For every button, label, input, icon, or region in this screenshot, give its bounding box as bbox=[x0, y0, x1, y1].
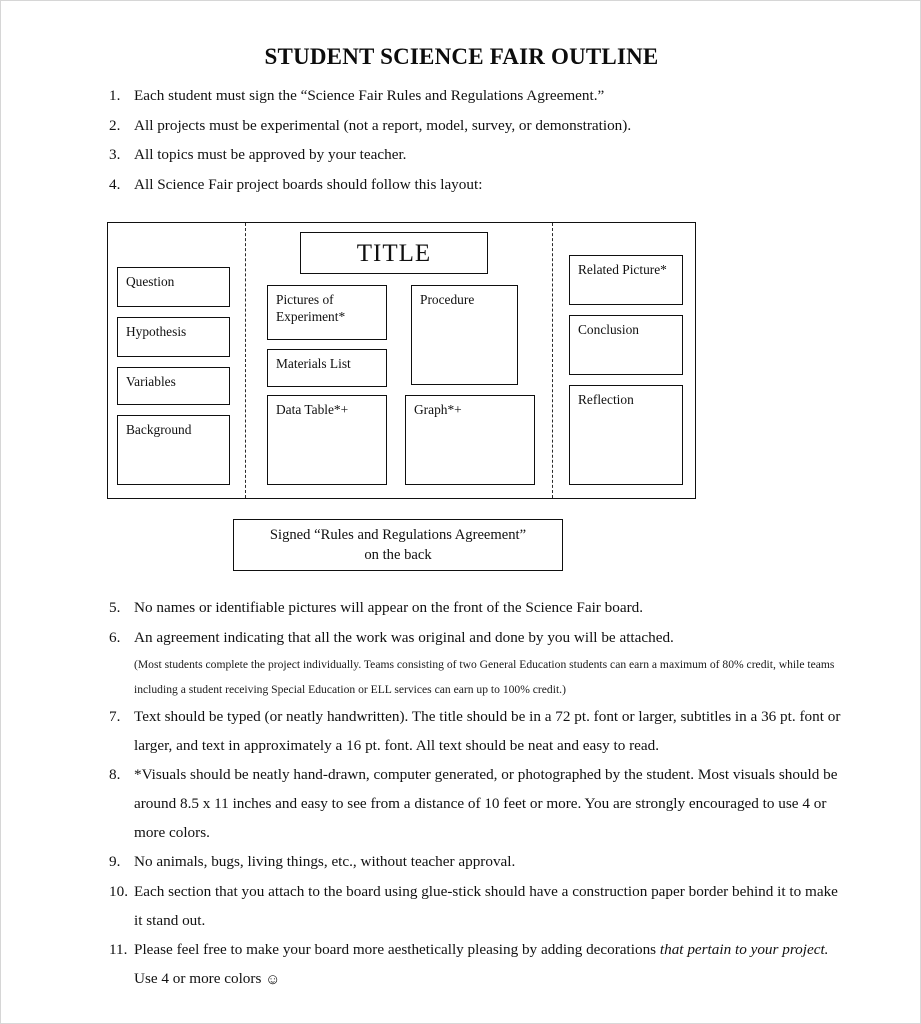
list-item-number: 2. bbox=[109, 116, 121, 134]
list-item: 10. Each section that you attach to the … bbox=[109, 877, 845, 935]
list-item: 3. All topics must be approved by your t… bbox=[109, 140, 845, 170]
list-item: 4. All Science Fair project boards shoul… bbox=[109, 170, 845, 200]
list-item-number: 11. bbox=[109, 940, 128, 958]
list-item-number: 9. bbox=[109, 853, 121, 871]
board-box-data-table: Data Table*+ bbox=[267, 395, 387, 485]
list-item-number: 4. bbox=[109, 175, 121, 193]
list-item: 9. No animals, bugs, living things, etc.… bbox=[109, 847, 845, 877]
board-box-reflection: Reflection bbox=[569, 385, 683, 485]
list-item: 5. No names or identifiable pictures wil… bbox=[109, 593, 845, 623]
list-item-number: 3. bbox=[109, 146, 121, 164]
list-item-number: 6. bbox=[109, 628, 121, 646]
list-item-text: No names or identifiable pictures will a… bbox=[134, 599, 644, 616]
list-item-text: Please feel free to make your board more… bbox=[134, 935, 845, 994]
board-box-materials-list: Materials List bbox=[267, 349, 387, 387]
list-item-text: Each student must sign the “Science Fair… bbox=[134, 87, 605, 104]
list-item-text-plain-tail: Use 4 or more colors bbox=[134, 969, 266, 987]
outline-list-top: 1. Each student must sign the “Science F… bbox=[109, 81, 845, 199]
board-box-hypothesis: Hypothesis bbox=[117, 317, 230, 357]
board-divider-left bbox=[245, 223, 246, 498]
board-box-pictures-of-experiment: Pictures of Experiment* bbox=[267, 285, 387, 340]
list-item-text-italic: that pertain to your project. bbox=[659, 940, 829, 958]
list-item: 8. *Visuals should be neatly hand-drawn,… bbox=[109, 760, 845, 847]
list-item-note: (Most students complete the project indi… bbox=[134, 658, 835, 697]
list-item-number: 1. bbox=[109, 87, 121, 104]
list-item-number: 10. bbox=[109, 882, 128, 900]
board-box-variables: Variables bbox=[117, 367, 230, 405]
signature-agreement-box: Signed “Rules and Regulations Agreement”… bbox=[233, 519, 563, 571]
list-item-number: 8. bbox=[109, 766, 121, 784]
list-item-number: 7. bbox=[109, 708, 121, 726]
board-box-title: TITLE bbox=[300, 232, 488, 274]
list-item-text: Each section that you attach to the boar… bbox=[134, 882, 838, 929]
board-divider-right bbox=[552, 223, 553, 498]
list-item: 7. Text should be typed (or neatly handw… bbox=[109, 702, 845, 760]
board-box-question: Question bbox=[117, 267, 230, 307]
list-item-text: An agreement indicating that all the wor… bbox=[134, 628, 674, 646]
signature-line-1: Signed “Rules and Regulations Agreement” bbox=[269, 527, 527, 543]
list-item-text: All topics must be approved by your teac… bbox=[134, 146, 407, 164]
list-item-text-plain: Please feel free to make your board more… bbox=[134, 940, 660, 958]
list-item-text: Text should be typed (or neatly handwrit… bbox=[134, 708, 841, 755]
board-box-related-picture: Related Picture* bbox=[569, 255, 683, 305]
board-box-background: Background bbox=[117, 415, 230, 485]
list-item: 6. An agreement indicating that all the … bbox=[109, 623, 845, 653]
board-box-conclusion: Conclusion bbox=[569, 315, 683, 375]
smiley-face-icon: ☺ bbox=[265, 971, 281, 988]
list-item: 11. Please feel free to make your board … bbox=[109, 935, 845, 994]
list-item-text: All projects must be experimental (not a… bbox=[134, 116, 632, 134]
list-item: 1. Each student must sign the “Science F… bbox=[109, 81, 845, 111]
list-item-text: All Science Fair project boards should f… bbox=[134, 175, 483, 193]
project-board-diagram: Question Hypothesis Variables Background… bbox=[107, 222, 696, 499]
list-item-number: 5. bbox=[109, 599, 121, 616]
board-box-procedure: Procedure bbox=[411, 285, 518, 385]
page-title: STUDENT SCIENCE FAIR OUTLINE bbox=[264, 44, 659, 69]
board-box-graph: Graph*+ bbox=[405, 395, 535, 485]
list-item: 2. All projects must be experimental (no… bbox=[109, 111, 845, 141]
list-item-text: *Visuals should be neatly hand-drawn, co… bbox=[134, 766, 838, 842]
list-item-text: No animals, bugs, living things, etc., w… bbox=[134, 853, 516, 871]
signature-line-2: on the back bbox=[364, 547, 432, 563]
outline-list-bottom: 5. No names or identifiable pictures wil… bbox=[109, 593, 845, 994]
